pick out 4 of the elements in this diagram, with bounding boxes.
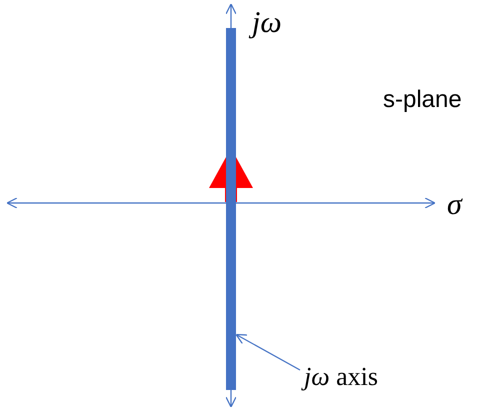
plane-label: s-plane bbox=[383, 86, 462, 114]
axis-label: σ bbox=[447, 188, 462, 222]
imaginary-axis-bar bbox=[226, 28, 236, 390]
leader-line bbox=[236, 334, 300, 371]
